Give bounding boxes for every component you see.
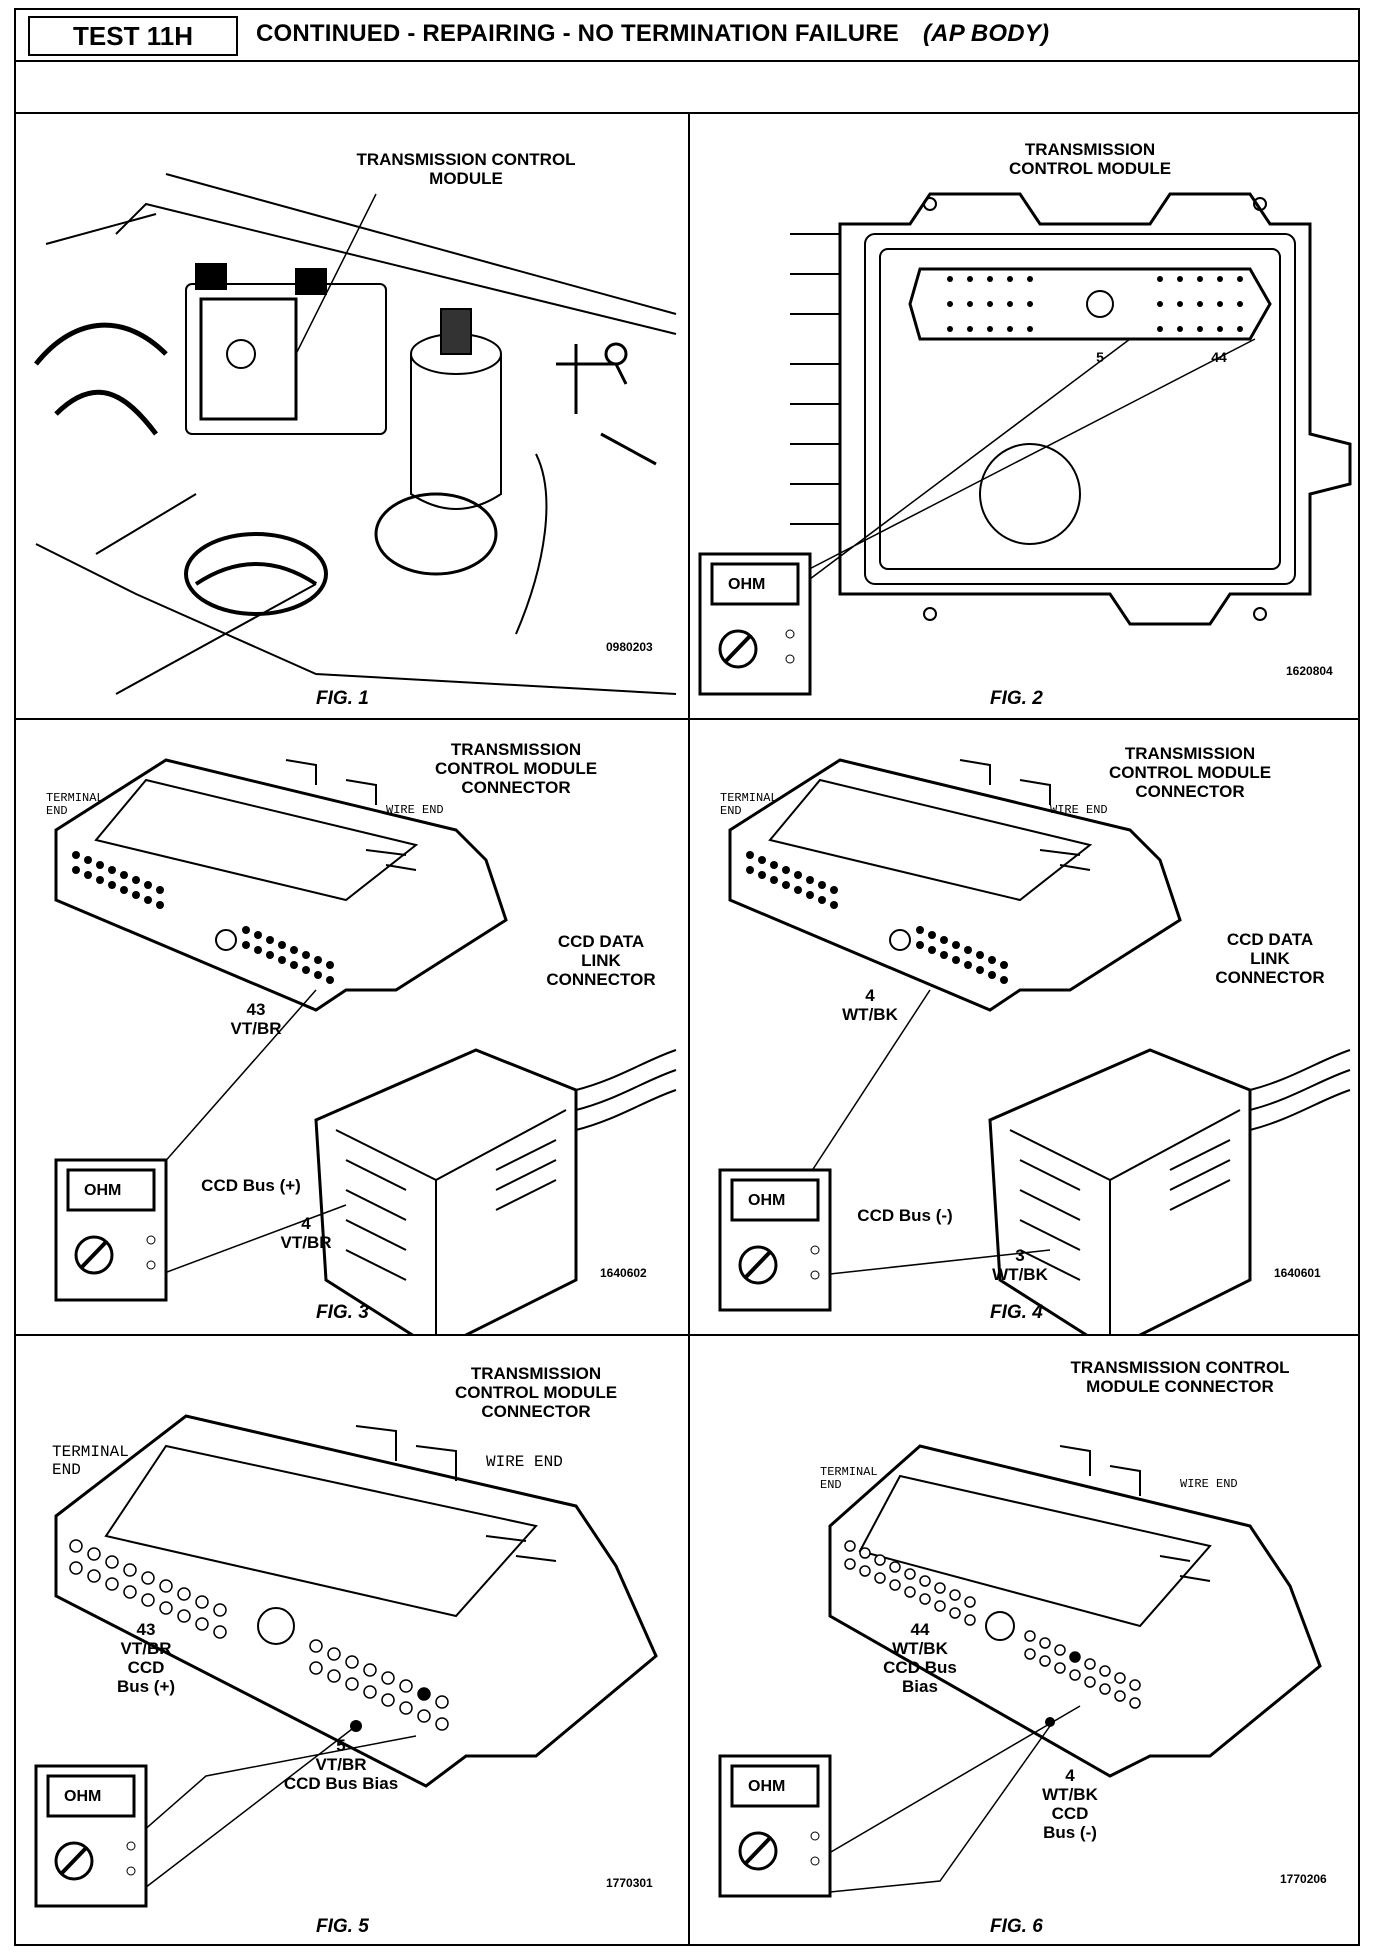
wire-end-label: WIRE END	[386, 803, 444, 817]
terminal-end-label: TERMINAL END	[720, 791, 778, 819]
ohmmeter-icon	[54, 1158, 168, 1302]
figure-1-panel: TRANSMISSION CONTROL MODULE 0980203 FIG.…	[16, 114, 690, 720]
figure-caption: FIG. 1	[316, 688, 369, 709]
wire-end-label: WIRE END	[486, 1453, 563, 1471]
pin-43-label: 43 VT/BR	[230, 1000, 282, 1039]
connector-label: TRANSMISSION CONTROL MODULE CONNECTOR	[454, 1364, 618, 1422]
figure-caption: FIG. 6	[990, 1916, 1043, 1937]
pin-5-label: 5 VT/BR CCD Bus Bias	[283, 1736, 399, 1794]
pin-44-label: 44	[1211, 349, 1227, 365]
figure-6-panel: OHM TRANSMISSION CONTROL MODULE CONNECTO…	[690, 1336, 1360, 1946]
figure-3-panel: OHM TRANSMISSION CONTROL MODULE CONNECTO…	[16, 720, 690, 1336]
page-title: CONTINUED - REPAIRING - NO TERMINATION F…	[256, 20, 1049, 48]
figure-caption: FIG. 3	[316, 1302, 369, 1323]
wire-end-label: WIRE END	[1050, 803, 1108, 817]
module-label: TRANSMISSION CONTROL MODULE	[1008, 140, 1172, 179]
connector-closeup-illustration	[34, 1414, 658, 1908]
wire-end-label: WIRE END	[1180, 1477, 1238, 1491]
module-illustration	[698, 192, 1352, 696]
ohm-label: OHM	[728, 576, 766, 593]
figure-code: 1620804	[1286, 664, 1333, 678]
terminal-end-label: TERMINAL END	[52, 1443, 129, 1479]
ccd-bus-label: CCD Bus (-)	[857, 1206, 953, 1225]
title-text: CONTINUED - REPAIRING - NO TERMINATION F…	[256, 20, 899, 47]
figure-caption: FIG. 5	[316, 1916, 369, 1937]
figure-4-panel: OHM TRANSMISSION CONTROL MODULE CONNECTO…	[690, 720, 1360, 1336]
terminal-end-label: TERMINAL END	[820, 1465, 878, 1493]
figure-code: 1640602	[600, 1266, 647, 1280]
ccd-connector-label: CCD DATA LINK CONNECTOR	[546, 932, 656, 990]
figure-caption: FIG. 2	[990, 688, 1043, 709]
figure-code: 1770206	[1280, 1872, 1327, 1886]
figure-2-panel: OHM TRANSMISSION CONTROL MODULE 5 44 162…	[690, 114, 1360, 720]
connector-closeup-illustration	[718, 1444, 1322, 1898]
header-spacer-row	[16, 62, 1358, 114]
title-emphasis: (AP BODY)	[922, 20, 1050, 47]
diagnostic-page: TEST 11H CONTINUED - REPAIRING - NO TERM…	[14, 8, 1360, 1946]
ohm-label: OHM	[748, 1192, 786, 1209]
connector-label: TRANSMISSION CONTROL MODULE CONNECTOR	[434, 740, 598, 798]
page-header: TEST 11H CONTINUED - REPAIRING - NO TERM…	[16, 10, 1358, 62]
connector-label: TRANSMISSION CONTROL MODULE CONNECTOR	[1108, 744, 1272, 802]
ccd-bus-label: CCD Bus (+)	[201, 1176, 301, 1195]
terminal-end-label: TERMINAL END	[46, 791, 104, 819]
ohm-label: OHM	[64, 1788, 102, 1805]
ohmmeter-icon	[698, 552, 812, 696]
connector-illustration	[718, 758, 1351, 1334]
figure-5-panel: OHM TRANSMISSION CONTROL MODULE CONNECTO…	[16, 1336, 690, 1946]
pin-4-label: 4 WT/BK	[842, 986, 898, 1025]
pin-3-label: 3 WT/BK	[992, 1246, 1048, 1285]
pin-43-label: 43 VT/BR CCD Bus (+)	[116, 1620, 176, 1697]
pin-4-label: 4 VT/BR	[280, 1214, 332, 1253]
pin-44-label: 44 WT/BK CCD Bus Bias	[883, 1620, 957, 1697]
figure-code: 1770301	[606, 1876, 653, 1890]
ohmmeter-icon	[718, 1754, 832, 1898]
ohm-label: OHM	[748, 1778, 786, 1795]
pin-4-label: 4 WT/BK CCD Bus (-)	[1042, 1766, 1098, 1843]
pin-5-label: 5	[1096, 349, 1104, 365]
test-id-box: TEST 11H	[28, 16, 238, 56]
connector-illustration	[54, 758, 677, 1334]
ohm-label: OHM	[84, 1182, 122, 1199]
ccd-connector-label: CCD DATA LINK CONNECTOR	[1215, 930, 1325, 988]
ohmmeter-icon	[34, 1764, 148, 1908]
figure-code: 0980203	[606, 640, 653, 654]
engine-bay-illustration	[34, 173, 677, 695]
module-label: TRANSMISSION CONTROL MODULE	[356, 150, 576, 189]
ohmmeter-icon	[718, 1168, 832, 1312]
connector-label: TRANSMISSION CONTROL MODULE CONNECTOR	[1070, 1358, 1290, 1397]
figure-caption: FIG. 4	[990, 1302, 1043, 1323]
figure-code: 1640601	[1274, 1266, 1321, 1280]
